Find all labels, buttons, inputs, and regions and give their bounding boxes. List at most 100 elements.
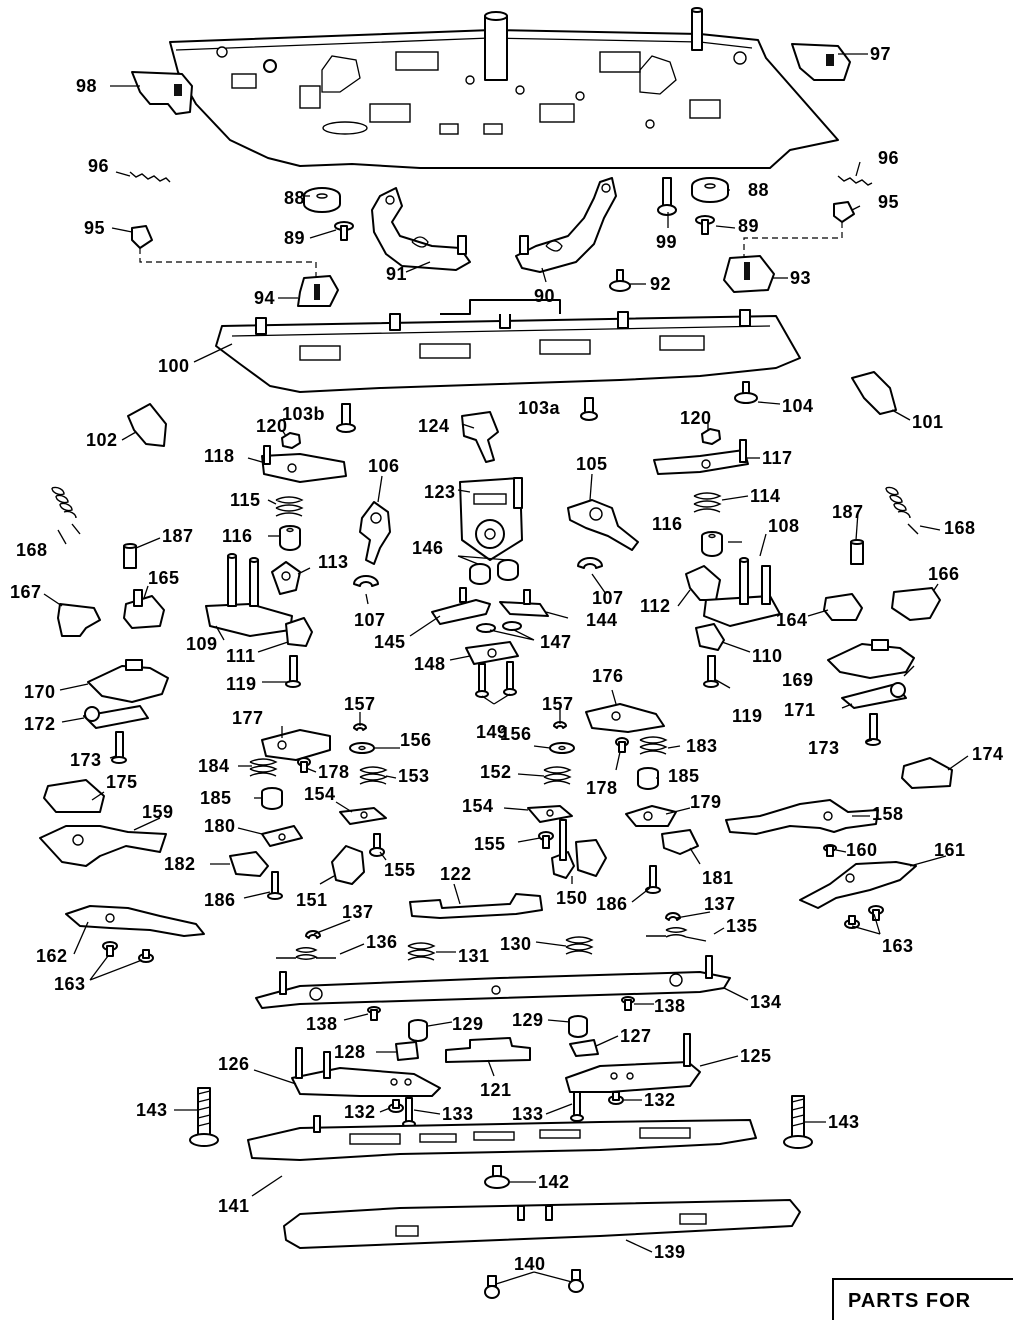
label-185: 185 — [200, 788, 232, 808]
spring-131 — [407, 942, 436, 961]
label-165: 165 — [148, 568, 180, 588]
spring-96-right — [837, 175, 873, 186]
label-169: 169 — [782, 670, 814, 690]
washer-156-left — [349, 742, 375, 754]
label-141: 141 — [218, 1196, 250, 1216]
label-113: 113 — [318, 552, 349, 572]
clip-174 — [901, 757, 953, 789]
label-96: 96 — [88, 156, 109, 176]
label-143: 143 — [136, 1100, 168, 1120]
label-132: 132 — [644, 1090, 676, 1110]
screw-138-right — [621, 996, 635, 1011]
bracket-108 — [703, 557, 781, 627]
label-125: 125 — [740, 1046, 772, 1066]
screw-186-left — [267, 871, 283, 900]
arm-105 — [567, 499, 639, 551]
label-166: 166 — [928, 564, 960, 584]
label-103b: 103b — [282, 404, 325, 424]
label-100: 100 — [158, 356, 190, 376]
label-104: 104 — [782, 396, 814, 416]
label-117: 117 — [762, 448, 793, 468]
screw-103a — [580, 397, 598, 421]
label-99: 99 — [656, 232, 677, 252]
label-128: 128 — [334, 1042, 366, 1062]
label-92: 92 — [650, 274, 671, 294]
lever-145 — [431, 587, 491, 625]
clip-167 — [57, 603, 101, 637]
screw-103b — [336, 403, 356, 433]
label-146: 146 — [412, 538, 444, 558]
section-title: PARTS FOR — [848, 1290, 972, 1312]
label-170: 170 — [24, 682, 56, 702]
roller-116-right — [701, 531, 723, 557]
label-91: 91 — [386, 264, 407, 284]
label-168: 168 — [16, 540, 48, 560]
label-180: 180 — [204, 816, 236, 836]
lever-176 — [585, 703, 665, 733]
spring-183 — [639, 736, 668, 755]
label-157: 157 — [344, 694, 376, 714]
leader-lines — [43, 53, 969, 1285]
screw-173-left — [111, 731, 127, 764]
cam-170 — [87, 659, 169, 703]
holder-93 — [723, 255, 775, 293]
label-151: 151 — [296, 890, 328, 910]
ring-107-right — [577, 557, 603, 569]
lever-158 — [725, 799, 879, 835]
label-178: 178 — [318, 762, 350, 782]
label-95: 95 — [84, 218, 105, 238]
label-156: 156 — [500, 724, 532, 744]
label-187: 187 — [162, 526, 194, 546]
label-116: 116 — [222, 526, 253, 546]
rail-139 — [283, 1199, 801, 1249]
label-132: 132 — [344, 1102, 376, 1122]
clip-128 — [395, 1041, 419, 1061]
label-95: 95 — [878, 192, 899, 212]
lever-118 — [261, 445, 347, 483]
label-163: 163 — [54, 974, 86, 994]
label-133: 133 — [442, 1104, 474, 1124]
screw-138-left — [367, 1006, 381, 1021]
label-120: 120 — [680, 408, 712, 428]
label-129: 129 — [512, 1010, 544, 1030]
label-163: 163 — [882, 936, 914, 956]
spacer-187-right — [850, 539, 864, 565]
roller-129-left — [408, 1019, 428, 1042]
bracket-122 — [409, 893, 543, 919]
label-172: 172 — [24, 714, 56, 734]
lever-126 — [291, 1047, 441, 1097]
leader-95-93 — [743, 222, 843, 258]
bolt-143-right — [783, 1095, 813, 1149]
title-box: PARTS FOR — [832, 1278, 1013, 1320]
clip-127 — [569, 1039, 599, 1057]
clip-101 — [851, 371, 897, 415]
label-116: 116 — [652, 514, 683, 534]
label-157: 157 — [542, 694, 574, 714]
lever-177 — [261, 729, 331, 761]
screw-155-left — [369, 833, 385, 857]
spring-153 — [359, 766, 388, 785]
spring-114 — [693, 492, 722, 513]
screw-178-left — [297, 757, 311, 773]
label-98: 98 — [76, 76, 97, 96]
label-107: 107 — [592, 588, 624, 608]
ring-107-left — [353, 575, 379, 587]
clip-175 — [43, 779, 105, 813]
label-175: 175 — [106, 772, 138, 792]
bracket-109 — [205, 553, 293, 637]
label-106: 106 — [368, 456, 400, 476]
plate-123 — [459, 477, 523, 561]
label-181: 181 — [702, 868, 734, 888]
label-103a: 103a — [518, 398, 561, 418]
label-110: 110 — [752, 646, 783, 666]
label-133: 133 — [512, 1104, 544, 1124]
label-161: 161 — [934, 840, 966, 860]
spring-96-left — [129, 171, 171, 183]
chassis-100 — [215, 299, 801, 393]
nut-120-right — [701, 428, 721, 445]
label-105: 105 — [576, 454, 608, 474]
washer-156-right — [549, 742, 575, 754]
label-122: 122 — [440, 864, 472, 884]
